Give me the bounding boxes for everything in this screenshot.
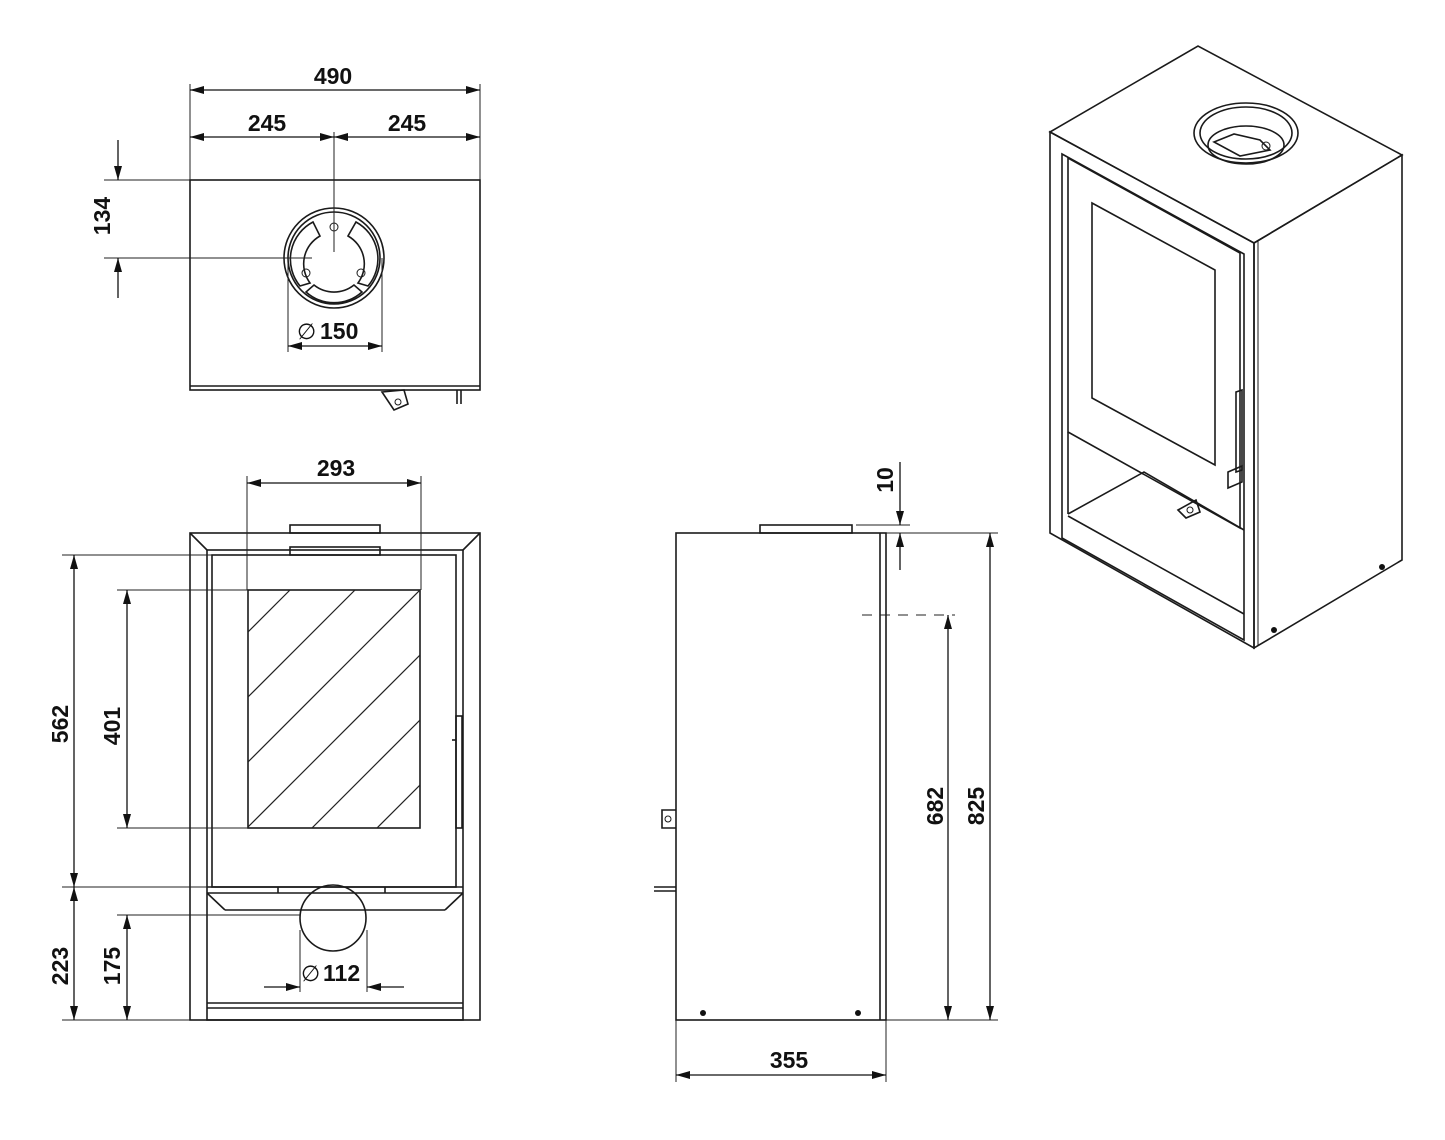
dim-label-top-half-right: 245 bbox=[388, 110, 427, 136]
dim-label-flue-diameter-rear: 112 bbox=[323, 960, 360, 986]
diameter-symbol-top: ∅ bbox=[297, 320, 316, 345]
side-view: 10 682 825 355 bbox=[654, 462, 998, 1082]
top-view: 490 245 245 134 ∅ 150 bbox=[89, 63, 481, 411]
iso-window bbox=[1091, 201, 1216, 467]
dim-label-total-height: 825 bbox=[963, 787, 989, 826]
dim-label-door-height: 562 bbox=[47, 705, 73, 743]
side-view-outline bbox=[675, 532, 887, 1021]
front-view: 293 562 401 223 175 ∅ 112 bbox=[47, 455, 481, 1021]
dim-label-inner-height: 682 bbox=[922, 787, 948, 825]
top-door-handle bbox=[380, 389, 409, 411]
iso-top-face bbox=[1048, 45, 1404, 244]
glass-hatching bbox=[248, 590, 420, 828]
isometric-view bbox=[1048, 45, 1404, 650]
iso-side-face bbox=[1253, 153, 1403, 650]
dim-label-bottom-height: 223 bbox=[47, 947, 73, 985]
rear-flue-outlet bbox=[299, 884, 367, 952]
iso-flue-collar bbox=[1193, 102, 1299, 165]
front-view-outline bbox=[189, 532, 481, 1021]
front-window bbox=[247, 589, 421, 829]
top-view-outline bbox=[189, 179, 481, 391]
dim-label-flue-offset: 134 bbox=[89, 197, 115, 236]
dim-label-outlet-height: 175 bbox=[99, 947, 125, 986]
dim-label-top-width: 490 bbox=[314, 63, 352, 89]
dim-label-window-width: 293 bbox=[317, 455, 355, 481]
dim-label-window-height: 401 bbox=[99, 707, 125, 746]
dim-label-top-half-left: 245 bbox=[248, 110, 287, 136]
dim-label-flue-diameter-top: 150 bbox=[320, 318, 358, 344]
dim-label-depth: 355 bbox=[770, 1047, 809, 1073]
iso-front-face bbox=[1049, 130, 1255, 650]
side-handle bbox=[661, 809, 676, 829]
diameter-symbol-rear: ∅ bbox=[301, 962, 320, 987]
dim-label-top-offset: 10 bbox=[872, 467, 898, 493]
